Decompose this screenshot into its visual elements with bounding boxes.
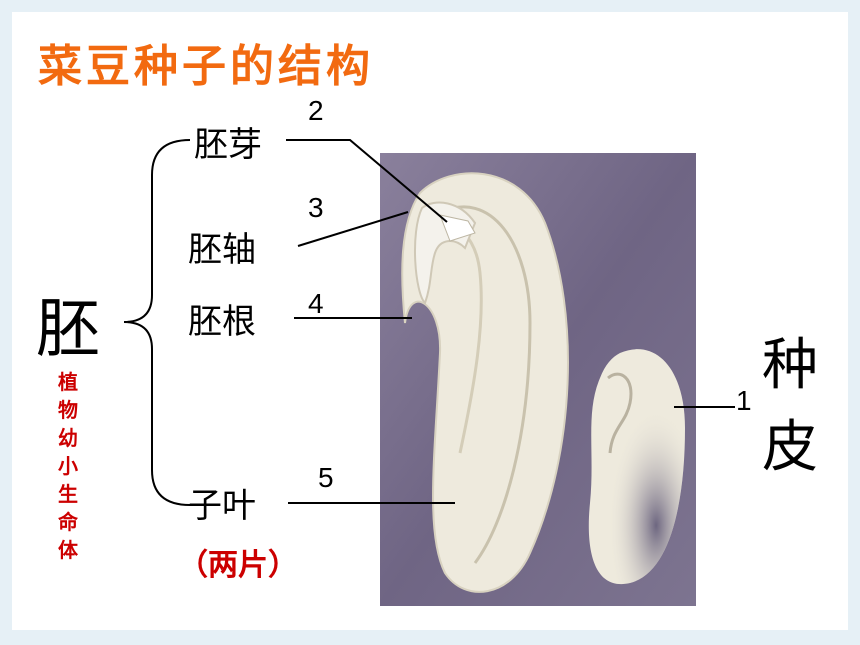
part-radicle-number: 4 bbox=[308, 288, 324, 319]
slide-title: 菜豆种子的结构 bbox=[38, 41, 374, 92]
seed-coat-label-line1: 种 bbox=[762, 333, 818, 398]
part-plumule-number: 2 bbox=[308, 95, 324, 126]
seed-coat-label-line2: 皮 bbox=[762, 415, 818, 480]
embryo-note: 植 物 幼 小 生 命 体 bbox=[54, 368, 82, 564]
part-hypocotyl-number: 3 bbox=[308, 192, 324, 223]
part-cotyledon-number: 5 bbox=[318, 462, 334, 493]
embryo-note-char: 小 bbox=[58, 454, 78, 478]
part-plumule-label: 胚芽 bbox=[194, 125, 262, 165]
embryo-note-char: 幼 bbox=[58, 426, 78, 450]
embryo-note-char: 物 bbox=[58, 398, 78, 422]
embryo-note-char: 生 bbox=[58, 482, 78, 506]
embryo-label: 胚 bbox=[36, 293, 100, 367]
bean-seed-photo bbox=[380, 153, 696, 606]
part-cotyledon-label: 子叶 bbox=[188, 486, 256, 526]
embryo-note-char: 命 bbox=[58, 510, 78, 534]
embryo-note-char: 体 bbox=[58, 538, 78, 562]
seed-coat-number: 1 bbox=[736, 385, 752, 416]
embryo-note-char: 植 bbox=[58, 370, 78, 394]
part-hypocotyl-label: 胚轴 bbox=[188, 230, 256, 270]
cotyledon-note: （两片） bbox=[178, 548, 298, 583]
part-radicle-label: 胚根 bbox=[188, 302, 256, 342]
